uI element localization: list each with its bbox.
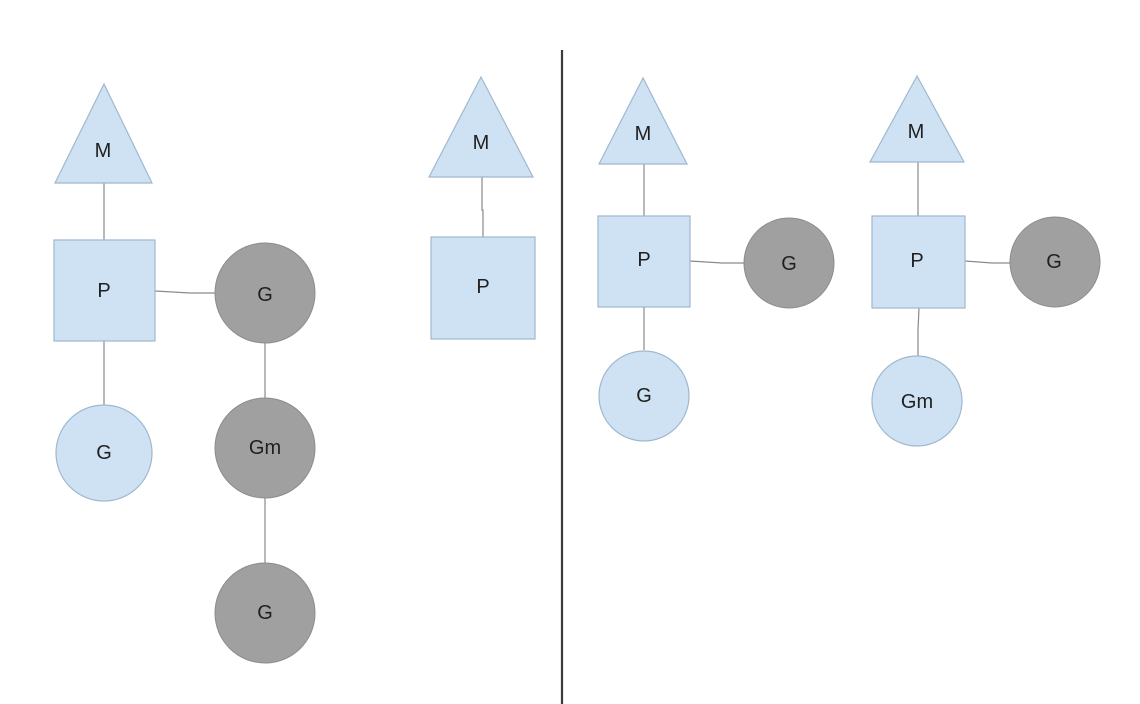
bottom-goroutine-node: G [214, 562, 316, 664]
queued-goroutine-label: G [96, 442, 112, 464]
processor-label: P [476, 276, 489, 298]
running-goroutine-label: G [257, 284, 273, 306]
machine-label: M [635, 123, 652, 145]
circle-icon [214, 397, 316, 499]
machine-node: M [54, 82, 153, 184]
gm-goroutine-label: Gm [249, 437, 281, 459]
square-icon [597, 215, 691, 308]
machine-node: M [598, 76, 688, 165]
circle-icon [743, 217, 835, 309]
processor-node: P [871, 215, 966, 309]
machine-node: M [868, 74, 966, 163]
edge-p-gm [917, 307, 920, 356]
circle-icon [214, 242, 316, 344]
running-goroutine-node: Gm [871, 355, 963, 447]
scene-a: M P G G Gm G [53, 82, 316, 664]
running-goroutine-node: G [743, 217, 835, 309]
processor-node: P [53, 239, 156, 342]
square-icon [430, 236, 536, 340]
machine-label: M [473, 132, 490, 154]
circle-icon [55, 404, 153, 502]
machine-label: M [908, 121, 925, 143]
queued-goroutine-node: G [55, 404, 153, 502]
running-goroutine-node: G [214, 242, 316, 344]
triangle-icon [598, 76, 688, 165]
processor-node: P [430, 236, 536, 340]
square-icon [871, 215, 966, 309]
gm-goroutine-node: Gm [214, 397, 316, 499]
scene-d: M P G Gm [868, 74, 1101, 447]
circle-icon [214, 562, 316, 664]
processor-label: P [637, 249, 650, 271]
edge-p-g [689, 260, 744, 264]
edge-m-p [481, 177, 484, 237]
queued-goroutine-label: G [1046, 251, 1062, 273]
queued-goroutine-node: G [1009, 216, 1101, 308]
scene-b: M P [428, 75, 536, 340]
processor-label: P [97, 280, 110, 302]
queued-goroutine-label: G [636, 385, 652, 407]
machine-node: M [428, 75, 534, 178]
running-goroutine-label: G [781, 253, 797, 275]
circle-icon [598, 350, 690, 442]
edge-p-g [964, 260, 1010, 264]
triangle-icon [868, 74, 966, 163]
circle-icon [1009, 216, 1101, 308]
triangle-icon [54, 82, 153, 184]
scene-c: M P G G [597, 76, 835, 442]
circle-icon [871, 355, 963, 447]
triangle-icon [428, 75, 534, 178]
machine-label: M [95, 140, 112, 162]
square-icon [53, 239, 156, 342]
running-goroutine-label: Gm [901, 391, 933, 413]
bottom-goroutine-label: G [257, 602, 273, 624]
edge-p-g [154, 290, 216, 294]
queued-goroutine-node: G [598, 350, 690, 442]
processor-node: P [597, 215, 691, 308]
processor-label: P [910, 250, 923, 272]
